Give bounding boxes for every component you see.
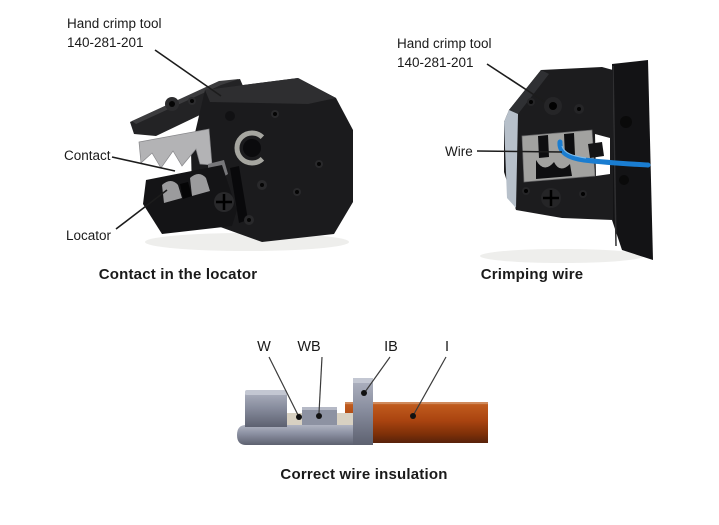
die-slot-left <box>538 135 549 158</box>
contact-label: Contact <box>64 148 111 163</box>
retention-tab-cap <box>245 390 287 395</box>
locator-label: Locator <box>66 228 112 243</box>
left-tool-label-line2: 140-281-201 <box>67 35 144 51</box>
locator-slot <box>180 182 192 199</box>
circlip <box>234 130 270 166</box>
wire-seat-front <box>343 414 355 425</box>
wire-label: Wire <box>445 144 473 159</box>
tool-handle <box>612 60 653 260</box>
terminal-label-i: I <box>444 339 450 355</box>
die-cavity <box>536 160 572 179</box>
die-slot-right <box>564 133 575 156</box>
head-edge-highlight <box>504 110 518 208</box>
terminal-label-w: W <box>257 339 271 355</box>
tool-arm-highlight <box>132 79 239 124</box>
blue-wire <box>557 139 651 168</box>
insulation-barrel <box>353 378 373 445</box>
insulation-barrel-cap <box>353 378 373 383</box>
right-tool-label-line1: Hand crimp tool <box>397 36 492 51</box>
handle-seam <box>612 65 617 247</box>
terminal-diagram <box>237 378 488 445</box>
wire-clamp-bit <box>588 142 604 158</box>
locator-insert-right <box>190 174 210 196</box>
right-figure-caption: Crimping wire <box>480 266 584 283</box>
retention-tab <box>245 390 287 427</box>
left-tool-label-line1: Hand crimp tool <box>67 16 162 31</box>
right-tool-label-line2: 140-281-201 <box>397 55 474 71</box>
left-tool-label: Hand crimp tool 140-281-201 <box>67 14 162 52</box>
tool-body-bevel <box>205 78 336 104</box>
blue-wire-highlight <box>561 145 587 159</box>
tool-screws <box>522 97 632 208</box>
pivot-bolt <box>243 139 261 157</box>
right-tool-shadow <box>480 249 644 263</box>
wire-barrel-cap <box>302 407 337 410</box>
terminal-label-wb: WB <box>297 339 321 355</box>
left-figure-caption: Contact in the locator <box>98 266 258 283</box>
right-tool-label: Hand crimp tool 140-281-201 <box>397 34 492 72</box>
tool-screws <box>165 97 323 225</box>
bottom-figure-caption: Correct wire insulation <box>280 466 448 483</box>
terminal-label-ib: IB <box>384 339 398 355</box>
left-tool-photo <box>130 78 353 251</box>
right-tool-photo <box>480 60 653 263</box>
tool-lever-rod <box>230 166 248 223</box>
terminal-base <box>237 425 372 445</box>
